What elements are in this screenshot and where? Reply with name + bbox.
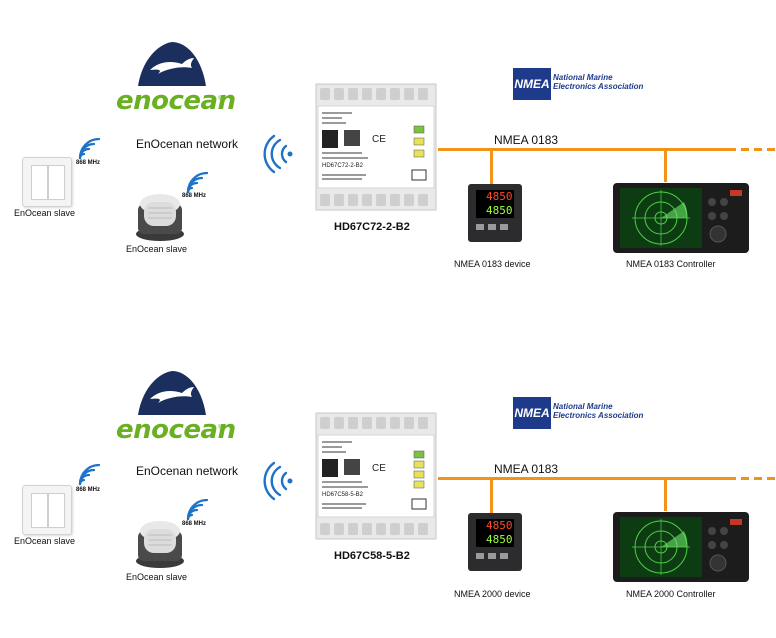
nmea-device: 4850 4850	[468, 184, 522, 242]
wireless-signal-icon	[78, 138, 100, 160]
nmea-device: 4850 4850	[468, 513, 522, 571]
bus-drop-device	[490, 477, 493, 513]
bus-drop-controller	[664, 148, 667, 182]
nmea-device-label: NMEA 0183 device	[454, 259, 531, 269]
enocean-logo: enocean	[116, 86, 236, 116]
nmea-logo-text: NMEA	[514, 406, 550, 420]
nmea-logo-text: NMEA	[514, 77, 550, 91]
bus-drop-controller	[664, 477, 667, 511]
device-display-bottom: 4850	[486, 533, 513, 546]
frequency-label-sensor: 868 MHz	[182, 521, 207, 527]
enocean-network-label: EnOcenan network	[136, 137, 239, 151]
nmea-bus-label: NMEA 0183	[494, 133, 559, 147]
wall-switch-device	[22, 157, 72, 207]
converter-device: CE	[315, 83, 437, 211]
nmea-bus-label: NMEA 0183	[494, 462, 559, 476]
nmea-org-line2: Electronics Association	[553, 411, 644, 420]
wireless-signal-icon	[186, 172, 208, 194]
nmea-logo-icon: NMEA	[513, 68, 551, 100]
nmea-bus-continuation	[728, 148, 776, 151]
nmea-controller-label: NMEA 0183 Controller	[626, 259, 716, 269]
wireless-signal-icon	[78, 464, 100, 486]
converter-wireless-icon	[263, 134, 293, 174]
nmea-bus-line	[438, 477, 728, 480]
wireless-signal-icon	[186, 499, 208, 521]
wall-switch-device	[22, 485, 72, 535]
nmea-controller-radar	[613, 183, 749, 253]
enocean-logo: enocean	[116, 415, 236, 445]
device-display-top: 4850	[486, 190, 513, 203]
enocean-network-label: EnOcenan network	[136, 464, 239, 478]
enocean-registered-mark: ®	[218, 96, 223, 102]
diagram-panel-bottom: enocean ® EnOcenan network EnOcean slave…	[0, 319, 776, 638]
enocean-dolphin-icon	[138, 42, 206, 86]
bus-drop-device	[490, 148, 493, 184]
converter-printed-model: HD67C58-5-B2	[322, 492, 364, 498]
enocean-slave-switch-label: EnOcean slave	[14, 536, 76, 546]
enocean-sensor-device	[136, 521, 184, 568]
frequency-label-switch: 868 MHz	[76, 487, 101, 493]
nmea-logo-icon: NMEA	[513, 397, 551, 429]
enocean-registered-mark: ®	[218, 425, 223, 431]
nmea-bus-line	[438, 148, 728, 151]
nmea-org-line2: Electronics Association	[553, 82, 644, 91]
enocean-slave-switch-label: EnOcean slave	[14, 208, 76, 218]
device-display-bottom: 4850	[486, 204, 513, 217]
diagram-panel-top: enocean ® EnOcenan network EnOcean slave…	[14, 42, 776, 269]
frequency-label-switch: 868 MHz	[76, 160, 101, 166]
converter-model-label: HD67C72-2-B2	[334, 221, 410, 233]
svg-text:CE: CE	[372, 463, 386, 474]
enocean-sensor-device	[136, 194, 184, 241]
enocean-dolphin-icon	[138, 371, 206, 415]
converter-wireless-icon	[263, 461, 293, 501]
nmea-device-label: NMEA 2000 device	[454, 589, 531, 599]
device-display-top: 4850	[486, 519, 513, 532]
converter-printed-model: HD67C72-2-B2	[322, 163, 364, 169]
converter-model-label: HD67C58-5-B2	[334, 550, 410, 562]
nmea-org-line1: National Marine	[553, 73, 613, 82]
converter-device: CE	[315, 412, 437, 540]
nmea-controller-label: NMEA 2000 Controller	[626, 589, 716, 599]
frequency-label-sensor: 868 MHz	[182, 193, 207, 199]
nmea-org-line1: National Marine	[553, 402, 613, 411]
nmea-controller-radar	[613, 512, 749, 582]
svg-text:CE: CE	[372, 134, 386, 145]
enocean-slave-sensor-label: EnOcean slave	[126, 244, 188, 254]
enocean-slave-sensor-label: EnOcean slave	[126, 572, 188, 582]
nmea-bus-continuation	[728, 477, 776, 480]
